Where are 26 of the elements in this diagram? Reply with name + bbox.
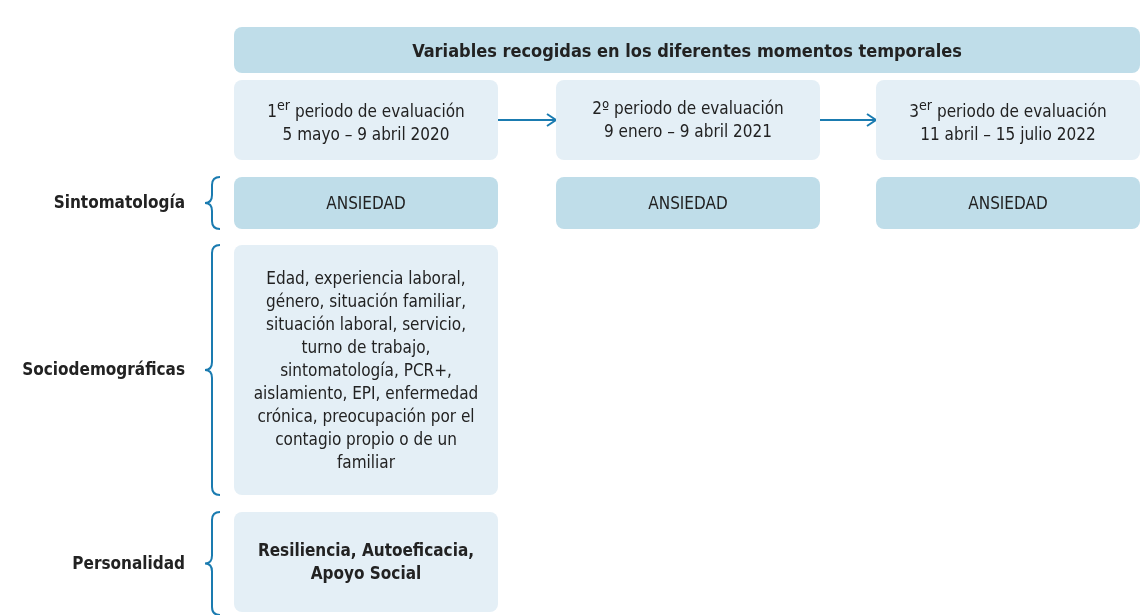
variable-box <box>234 177 498 229</box>
arrow <box>819 113 877 127</box>
box-text: Edad, experiencia laboral, género, situación familiar, situación laboral, servicio, turno de trabajo, sintomatología, PCR+, aislamiento, EPI, enfermedad crónica, preocupación por el contagio propio o de un familiar <box>252 266 480 474</box>
box-text: ANSIEDAD <box>968 191 1048 215</box>
header-band <box>234 27 1140 73</box>
variable-box <box>234 512 498 612</box>
variable-box <box>234 245 498 495</box>
period-box <box>876 80 1140 160</box>
title-text: Variables recogidas en los diferentes momentos temporales <box>412 38 962 62</box>
row-label: Sintomatología <box>52 192 185 212</box>
variable-box <box>556 177 820 229</box>
row-label: Personalidad <box>71 552 185 573</box>
arrow <box>497 113 557 127</box>
box-text: ANSIEDAD <box>648 191 728 215</box>
box-text: 9 enero – 9 abril 2021 <box>604 120 772 143</box>
box-text: 3$^{er}$ periodo de evaluación <box>909 96 1107 123</box>
box-text: ANSIEDAD <box>326 191 406 215</box>
box-text: Resiliencia, Autoeficacia, Apoyo Social <box>256 539 476 585</box>
period-box <box>556 80 820 160</box>
box-text: 5 mayo – 9 abril 2020 <box>282 122 450 146</box>
period-box <box>234 80 498 160</box>
box-text: 11 abril – 15 julio 2022 <box>920 122 1096 146</box>
variable-box <box>876 177 1140 229</box>
row-label: Sociodemográficas <box>21 359 185 379</box>
box-text: 1$^{er}$ periodo de evaluación <box>267 96 465 123</box>
box-text: 2º periodo de evaluación <box>592 97 784 120</box>
